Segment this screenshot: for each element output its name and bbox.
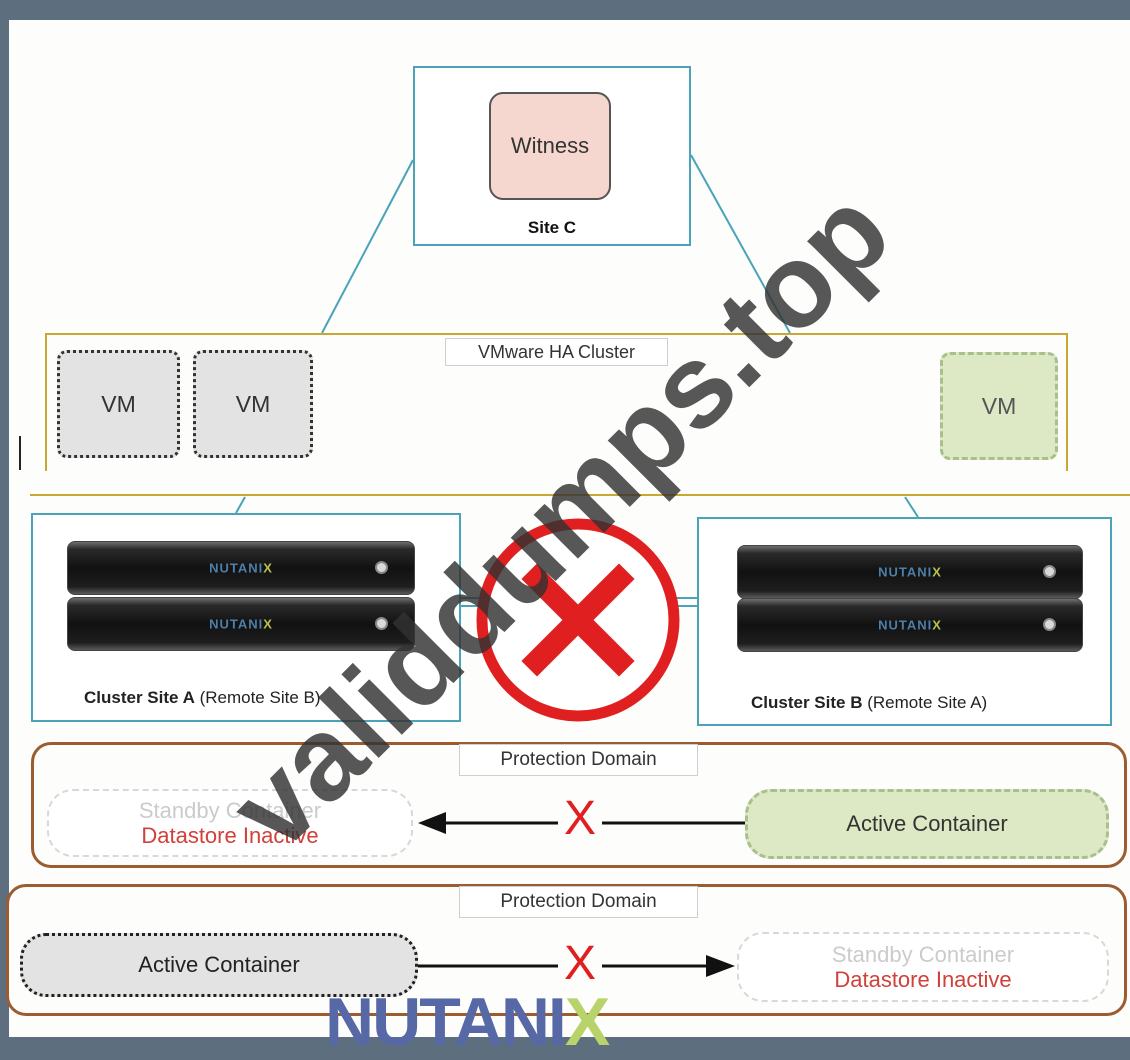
protection-domain-2-label: Protection Domain	[459, 886, 698, 918]
ha-link-left	[235, 496, 246, 514]
site-c-link-left	[321, 159, 414, 334]
link-broken-icon: X	[558, 789, 602, 849]
ha-cluster-divider	[30, 494, 1130, 496]
power-led-icon	[1043, 565, 1056, 578]
link-broken-icon: X	[558, 934, 602, 994]
datastore-status: Datastore Inactive	[141, 823, 319, 848]
server-node: NUTANIX	[737, 598, 1083, 652]
standby-container-a: Standby Container Datastore Inactive	[47, 789, 413, 857]
vmware-ha-cluster-label: VMware HA Cluster	[445, 338, 668, 366]
server-node: NUTANIX	[67, 597, 415, 651]
power-led-icon	[375, 617, 388, 630]
server-node: NUTANIX	[737, 545, 1083, 599]
witness-node: Witness	[489, 92, 611, 200]
site-c-label: Site C	[527, 218, 577, 237]
active-container-a: Active Container	[20, 933, 418, 997]
protection-domain-1-label: Protection Domain	[459, 744, 698, 776]
standby-container-title: Standby Container	[138, 797, 322, 823]
cursor-mark	[19, 436, 21, 470]
protection-domain-1	[31, 742, 1127, 868]
site-c-link-right	[690, 154, 791, 334]
cluster-site-b-label: Cluster Site B (Remote Site A)	[751, 693, 988, 712]
failure-icon	[476, 518, 680, 722]
standby-container-title: Standby Container	[831, 941, 1015, 967]
vm-3: VM	[940, 352, 1058, 460]
ha-link-right	[904, 496, 919, 518]
active-container-b: Active Container	[745, 789, 1109, 859]
power-led-icon	[375, 561, 388, 574]
vm-2: VM	[193, 350, 313, 458]
protection-domain-2	[6, 884, 1127, 1016]
nutanix-logo: NUTANIX	[325, 984, 610, 1060]
datastore-status: Datastore Inactive	[834, 967, 1012, 992]
cluster-site-a-label: Cluster Site A (Remote Site B)	[84, 688, 321, 707]
vm-1: VM	[57, 350, 180, 458]
connector-layer	[235, 154, 919, 977]
standby-container-b: Standby Container Datastore Inactive	[737, 932, 1109, 1002]
power-led-icon	[1043, 618, 1056, 631]
server-node: NUTANIX	[67, 541, 415, 595]
vmware-ha-cluster-box	[45, 333, 1068, 471]
